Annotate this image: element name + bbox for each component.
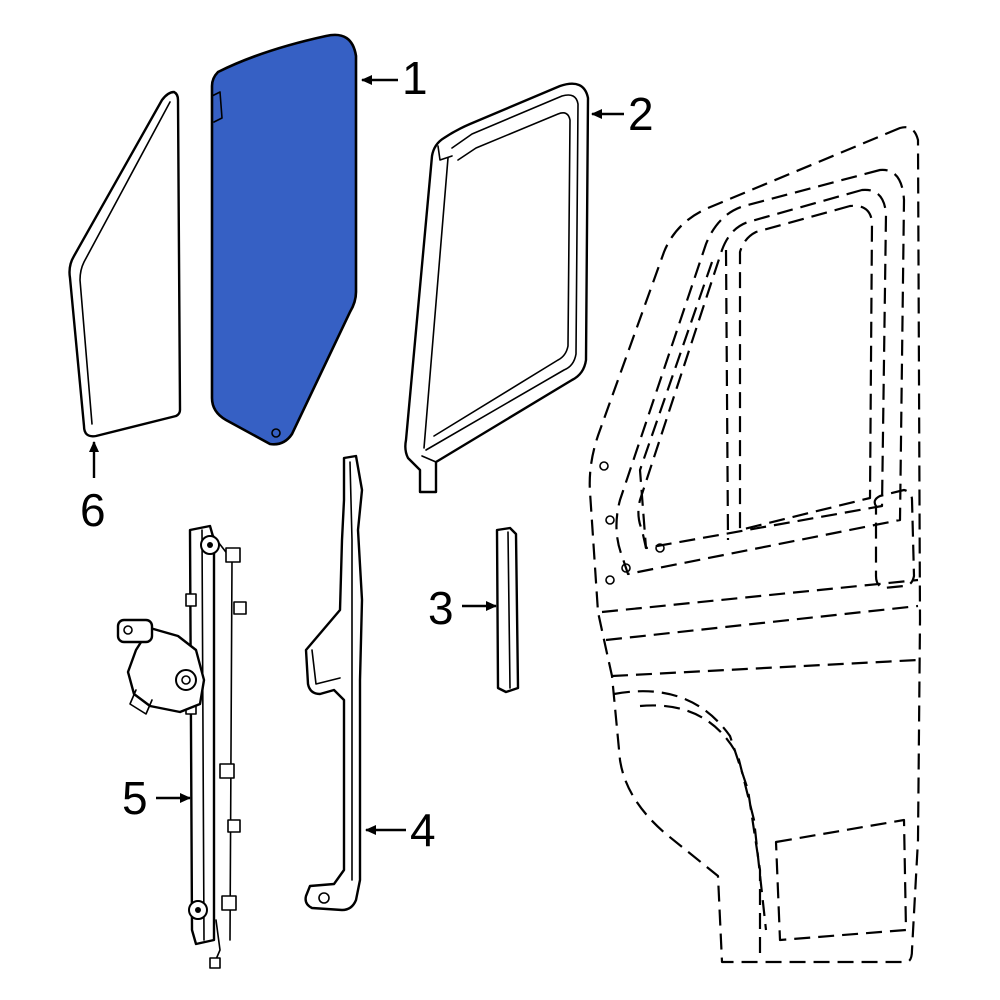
callout-6-label: 6 bbox=[80, 484, 106, 536]
callout-4: 4 bbox=[365, 804, 436, 856]
callout-4-label: 4 bbox=[410, 804, 436, 856]
part-1-door-glass[interactable] bbox=[210, 33, 358, 446]
callout-1-label: 1 bbox=[402, 52, 428, 104]
part-2-run-channel[interactable] bbox=[404, 82, 590, 494]
callout-5-label: 5 bbox=[122, 772, 148, 824]
door-glass-highlight bbox=[210, 33, 358, 446]
callout-1: 1 bbox=[361, 52, 428, 104]
callout-2-label: 2 bbox=[628, 88, 654, 140]
part-5-window-regulator[interactable] bbox=[116, 524, 247, 969]
callout-3: 3 bbox=[428, 582, 497, 634]
part-4-guide-channel[interactable] bbox=[304, 454, 364, 912]
part-6-quarter-glass[interactable] bbox=[68, 90, 182, 438]
callout-5: 5 bbox=[122, 772, 191, 824]
callout-6: 6 bbox=[80, 441, 106, 536]
door-shell-outline bbox=[588, 126, 922, 964]
callout-3-label: 3 bbox=[428, 582, 454, 634]
callout-2: 2 bbox=[591, 88, 654, 140]
part-3-belt-weatherstrip[interactable] bbox=[495, 526, 520, 694]
